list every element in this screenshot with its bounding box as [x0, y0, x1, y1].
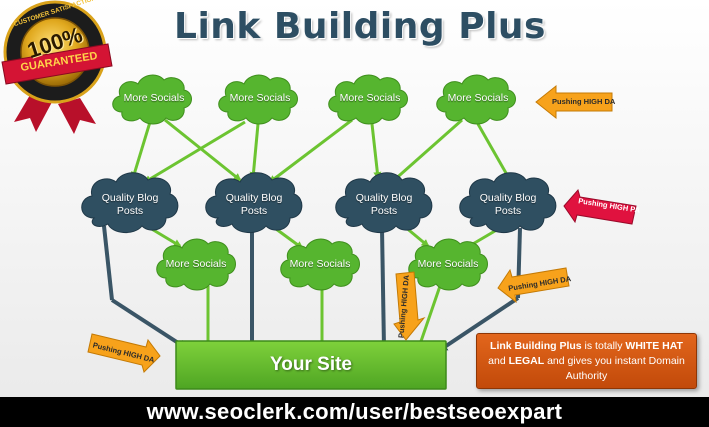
top-social-cloud-4	[436, 74, 516, 125]
edge-bottom3-site	[416, 285, 442, 352]
page-title: Link Building Plus	[174, 6, 546, 47]
badge-ribbon-tail	[14, 95, 52, 132]
push-arrow-3	[497, 267, 570, 304]
info-box-brand: Link Building Plus	[490, 339, 582, 352]
edge-top4-blog4	[476, 123, 512, 182]
info-box-text-1: is totally	[581, 339, 626, 352]
edges	[102, 118, 522, 352]
top-social-cloud-3	[328, 74, 408, 125]
guarantee-badge	[1, 0, 113, 134]
edge-top3-blog2	[268, 118, 353, 184]
info-box: Link Building Plus is totally WHITE HAT …	[476, 333, 697, 389]
badge-ribbon	[1, 43, 113, 85]
push-arrows	[87, 84, 637, 373]
edge-top4-blog3	[390, 118, 463, 184]
edge-blog1-site	[102, 225, 114, 301]
push-arrow-1	[535, 84, 613, 120]
edge-top1-blog2	[164, 118, 242, 182]
your-site-block	[175, 340, 447, 390]
edge-top1-blog1	[130, 121, 152, 180]
top-social-cloud-1	[112, 74, 192, 125]
bottom-social-cloud-2	[280, 238, 360, 291]
bottom-social-clouds	[156, 238, 488, 291]
your-site-label: Your Site	[270, 354, 352, 375]
blog-cloud-1	[81, 172, 179, 233]
info-box-text-2: and	[488, 354, 509, 367]
push-arrow-5	[87, 333, 161, 373]
bottom-social-cloud-3	[408, 238, 488, 291]
top-social-cloud-2	[218, 74, 298, 125]
edge-blog4-site-tail	[437, 296, 520, 352]
edge-top2-blog2	[249, 123, 260, 180]
footer-url: www.seoclerk.com/user/bestseoexpart	[0, 397, 709, 427]
top-social-clouds	[112, 74, 516, 125]
blog-cloud-2	[205, 172, 303, 233]
blog-cloud-3	[335, 172, 433, 233]
edge-blog1-bottom1	[149, 226, 182, 248]
edge-top3-blog3	[370, 123, 382, 180]
edge-blog3-site	[378, 227, 389, 351]
blog-post-clouds	[81, 172, 557, 233]
badge-ribbon-tail-2	[58, 98, 96, 134]
info-box-legal: LEGAL	[508, 354, 545, 367]
bottom-social-cloud-1	[156, 238, 236, 291]
info-box-white-hat: WHITE HAT	[625, 339, 683, 352]
edge-top2-blog1	[143, 120, 246, 184]
blog-cloud-4	[459, 172, 557, 233]
push-arrow-4	[393, 271, 426, 341]
info-box-text-3: and gives you instant Domain Authority	[544, 354, 685, 382]
info-box-text: Link Building Plus is totally WHITE HAT …	[483, 339, 690, 384]
push-arrow-2	[563, 188, 637, 225]
push-label-1: Pushing HIGH DA	[552, 97, 616, 106]
edge-blog1-site-tail	[110, 298, 189, 350]
